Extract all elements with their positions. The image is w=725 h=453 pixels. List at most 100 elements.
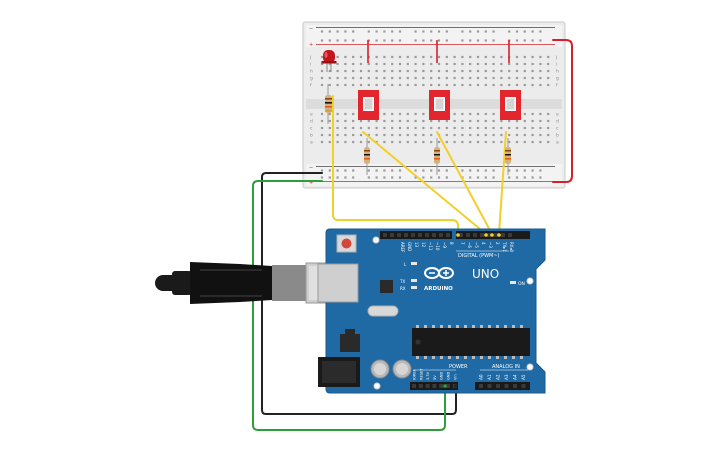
pushbutton-2[interactable]: [429, 90, 450, 120]
voltage-regulator: [340, 334, 360, 352]
digital-pin-label: ~5: [474, 242, 479, 248]
wire-red-rail-jumper[interactable]: [552, 39, 573, 183]
red-led[interactable]: [321, 50, 337, 72]
analog-pin-label: A4: [513, 374, 518, 380]
usb-chip: [380, 280, 393, 293]
header-socket[interactable]: [508, 233, 512, 237]
pulldown-resistor-2[interactable]: [434, 138, 440, 175]
digital-pin-label: ~6: [467, 242, 472, 248]
analog-header[interactable]: [475, 382, 530, 390]
row-letter-left: c: [310, 127, 313, 132]
led-tx-indicator: TX: [399, 279, 417, 284]
row-letter-left: f: [310, 83, 312, 89]
pulldown-resistor-1[interactable]: [364, 138, 370, 175]
header-socket[interactable]: [494, 233, 498, 237]
wire-green-5v[interactable]: [252, 180, 446, 431]
digital-pin-label: ~3: [488, 242, 493, 248]
header-socket[interactable]: [480, 233, 484, 237]
mounting-hole: [526, 277, 534, 285]
analog-pin-label: A3: [504, 374, 509, 380]
rail-plus-label-top: +: [309, 42, 313, 48]
row-letter-right: h: [556, 69, 559, 75]
led-l-label: L: [404, 262, 407, 267]
dc-power-jack: [318, 357, 360, 387]
row-letter-left: j: [309, 55, 311, 61]
pushbutton-3[interactable]: [500, 90, 521, 120]
usb-b-socket: [317, 263, 359, 303]
mounting-hole: [372, 236, 380, 244]
arduino-logo: [424, 267, 454, 279]
led-on-label: ON: [518, 281, 525, 287]
power-pin-label: Vin: [453, 374, 457, 380]
power-header[interactable]: [410, 382, 458, 390]
power-header-label: POWER: [449, 364, 468, 370]
header-socket[interactable]: [479, 384, 483, 388]
row-letter-left: b: [310, 133, 313, 139]
header-socket[interactable]: [521, 384, 526, 388]
led-l-indicator: L: [404, 262, 417, 267]
header-socket[interactable]: [466, 233, 470, 237]
header-socket[interactable]: [418, 233, 422, 237]
pulldown-resistor-3[interactable]: [505, 138, 511, 175]
mounting-hole: [526, 363, 534, 371]
digital-pin-label: 8: [449, 242, 454, 245]
header-socket[interactable]: [496, 384, 500, 388]
capacitor-1: [370, 359, 390, 379]
header-socket[interactable]: [487, 384, 492, 388]
header-socket[interactable]: [432, 384, 437, 388]
pushbutton-1[interactable]: [358, 90, 379, 120]
header-socket[interactable]: [404, 233, 408, 237]
header-socket[interactable]: [432, 233, 436, 237]
header-socket[interactable]: [446, 384, 450, 388]
row-letter-right: d: [556, 119, 559, 125]
mounting-hole: [373, 382, 381, 390]
analog-pin-label: A5: [521, 374, 526, 380]
wire-yellow-switch-1[interactable]: [362, 131, 487, 235]
header-socket[interactable]: [487, 233, 491, 237]
row-letter-left: h: [310, 69, 313, 75]
analog-pin-label: A0: [479, 374, 484, 380]
header-socket[interactable]: [390, 233, 394, 237]
wire-yellow-switch-2[interactable]: [436, 131, 493, 235]
power-pin-label: RESET: [419, 368, 423, 380]
analog-pin-label: A1: [487, 374, 492, 380]
header-socket[interactable]: [425, 384, 430, 388]
digital-pin-label: 13: [414, 242, 419, 248]
row-letter-left: i: [310, 62, 311, 68]
header-socket[interactable]: [459, 233, 463, 237]
digital-pin-label: 12: [421, 242, 426, 248]
wire-yellow-led[interactable]: [332, 95, 459, 235]
header-socket[interactable]: [473, 233, 477, 237]
header-socket[interactable]: [425, 233, 429, 237]
digital-header-label: DIGITAL (PWM~): [458, 253, 500, 259]
header-socket[interactable]: [439, 233, 443, 237]
model-label: UNO: [472, 267, 499, 281]
header-socket[interactable]: [412, 384, 416, 388]
led-on-indicator: ON: [510, 281, 525, 287]
wire-endpoints: [443, 233, 501, 388]
digital-pin-label: ~10: [435, 242, 440, 251]
reset-button[interactable]: [336, 234, 357, 253]
header-socket[interactable]: [397, 233, 401, 237]
header-socket[interactable]: [439, 384, 444, 388]
digital-pin-label: 2: [495, 242, 500, 245]
led-resistor[interactable]: [325, 84, 332, 124]
digital-pin-label: RX◂0: [509, 242, 514, 253]
header-socket[interactable]: [418, 384, 423, 388]
power-pin-label: GND: [447, 372, 451, 380]
row-letter-left: d: [310, 119, 313, 125]
header-socket[interactable]: [446, 233, 450, 237]
wire-yellow-switch-3[interactable]: [498, 131, 507, 235]
rail-plus-label-bottom: +: [309, 180, 313, 186]
header-socket[interactable]: [501, 233, 505, 237]
wire-black-gnd[interactable]: [261, 172, 457, 415]
header-socket[interactable]: [411, 233, 415, 237]
header-socket[interactable]: [504, 384, 509, 388]
power-pin-label: IOREF: [413, 369, 417, 380]
header-socket[interactable]: [513, 384, 517, 388]
header-socket[interactable]: [383, 233, 387, 237]
